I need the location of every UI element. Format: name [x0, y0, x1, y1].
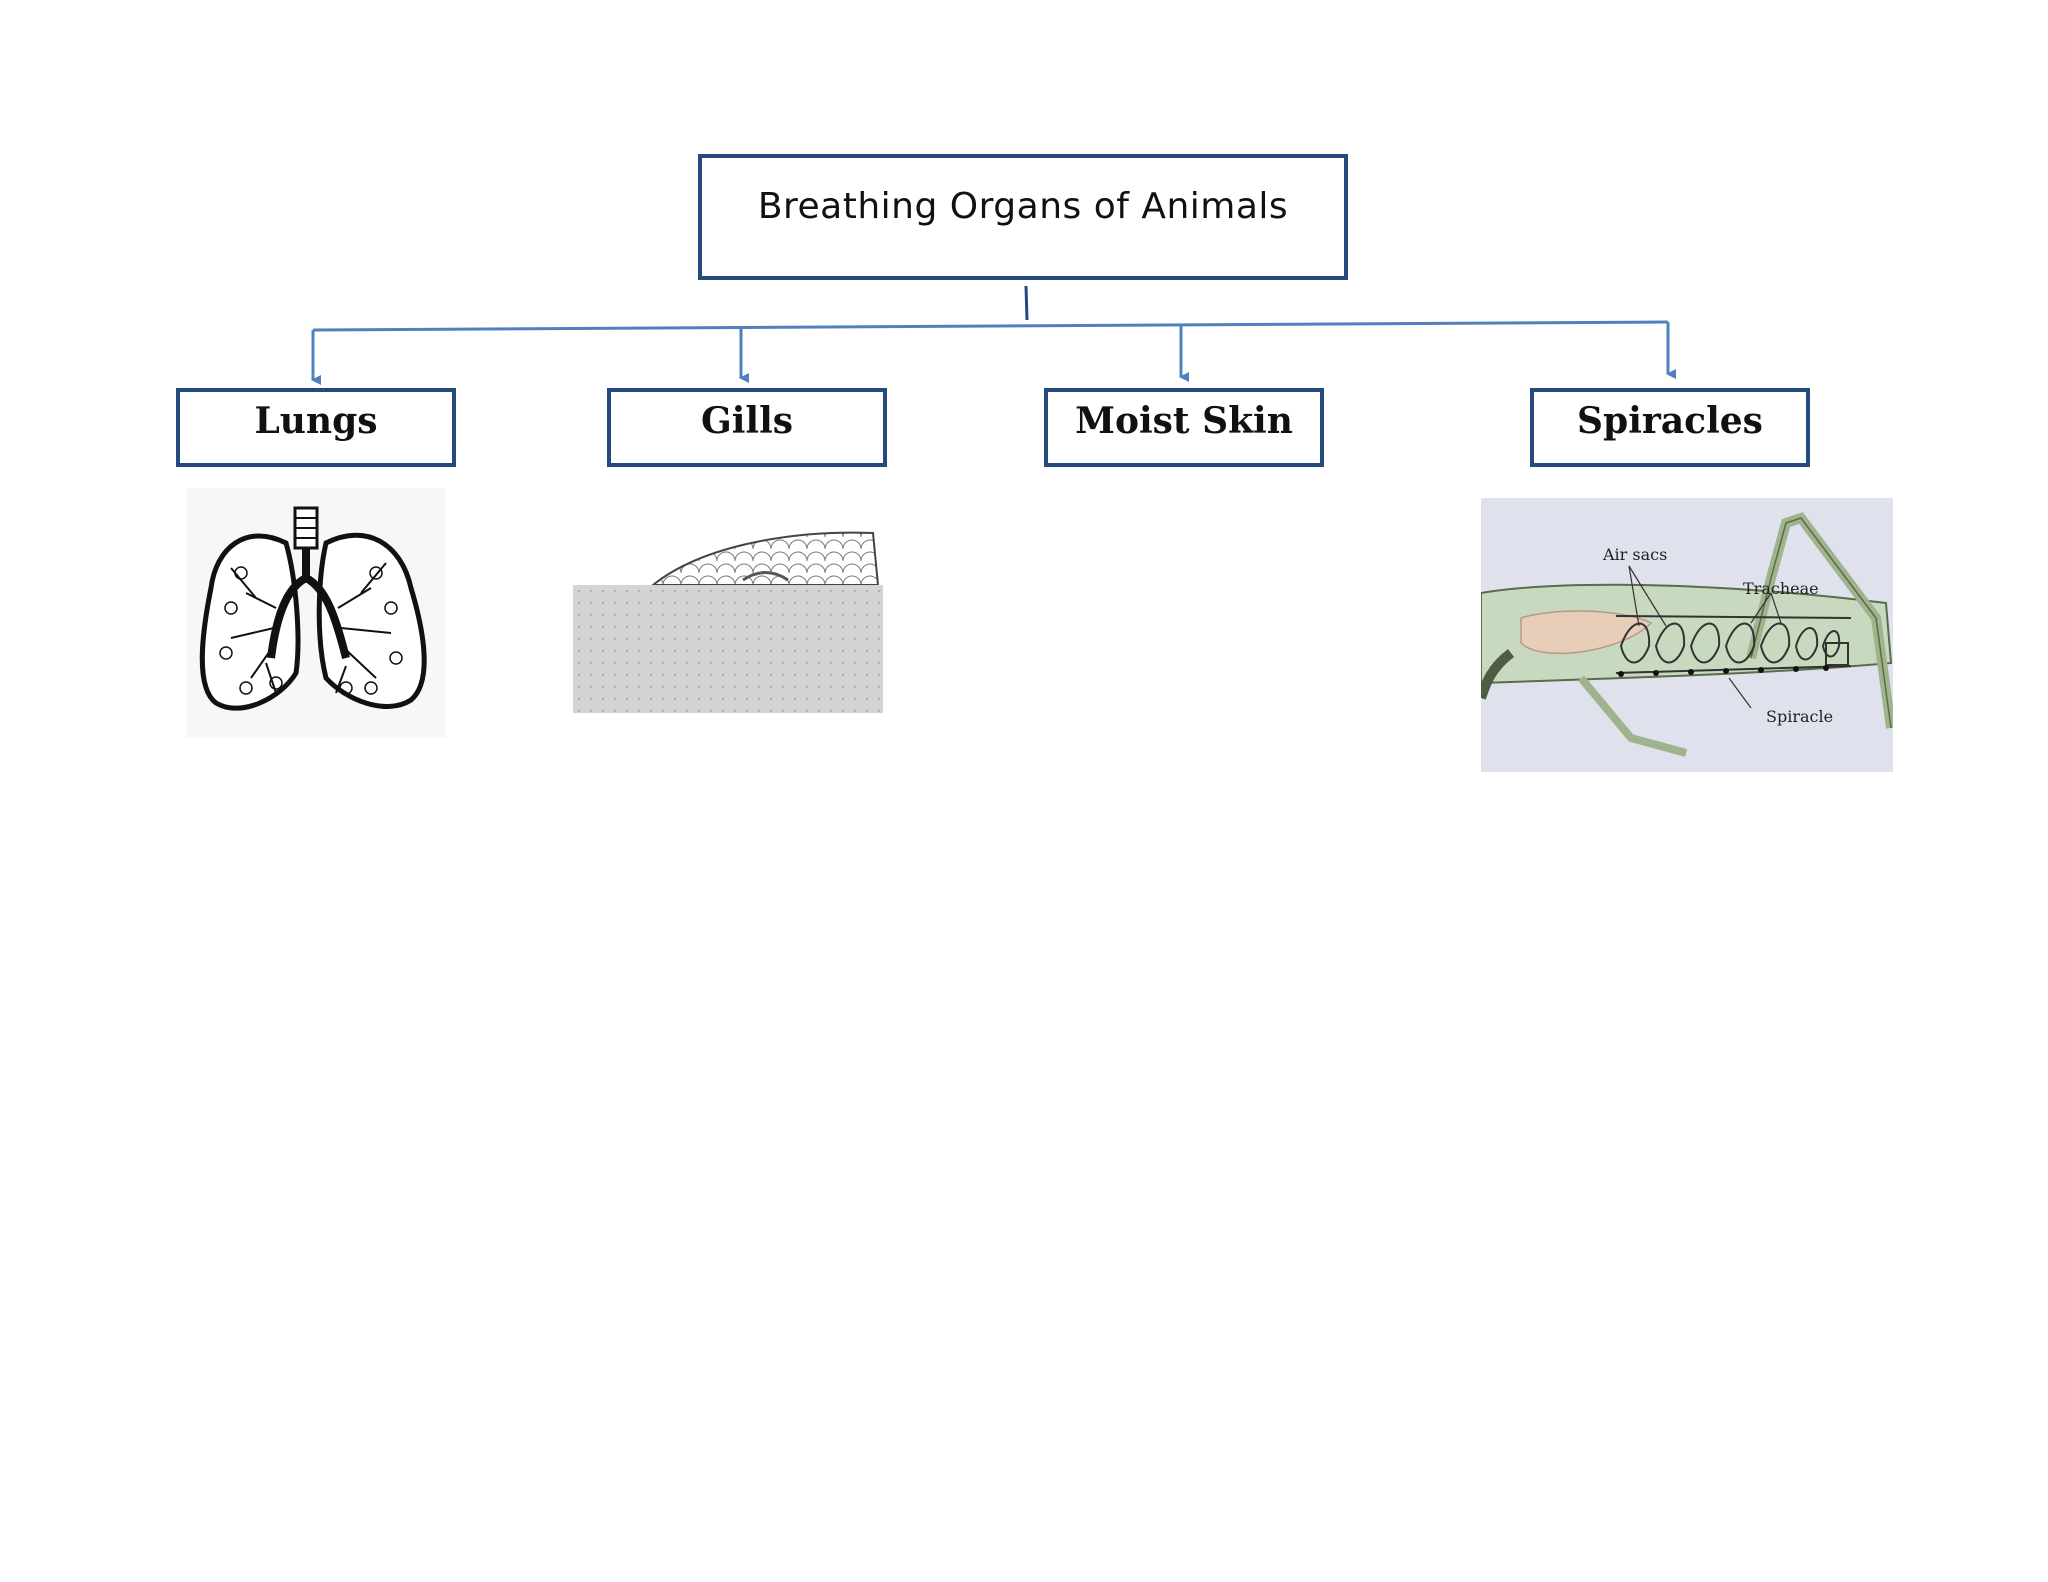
node-lungs: Lungs — [176, 388, 456, 467]
root-node: Breathing Organs of Animals — [698, 154, 1348, 280]
node-moist-skin: Moist Skin — [1044, 388, 1324, 467]
label-spiracle: Spiracle — [1766, 707, 1833, 726]
root-title: Breathing Organs of Animals — [757, 186, 1289, 227]
node-label-gills: Gills — [700, 400, 794, 442]
grasshopper-illustration: Air sacs Tracheae Spiracle — [1481, 498, 1893, 772]
node-gills: Gills — [607, 388, 887, 467]
node-label-spiracles: Spiracles — [1577, 400, 1763, 442]
node-label-lungs: Lungs — [254, 400, 378, 442]
label-air-sacs: Air sacs — [1602, 545, 1667, 564]
node-label-moist-skin: Moist Skin — [1075, 400, 1293, 442]
label-tracheae: Tracheae — [1743, 579, 1819, 598]
lungs-illustration — [186, 488, 446, 738]
node-spiracles: Spiracles — [1530, 388, 1810, 467]
gills-illustration — [573, 531, 883, 713]
horizontal-bus — [312, 320, 1669, 332]
root-stem — [1024, 285, 1029, 321]
